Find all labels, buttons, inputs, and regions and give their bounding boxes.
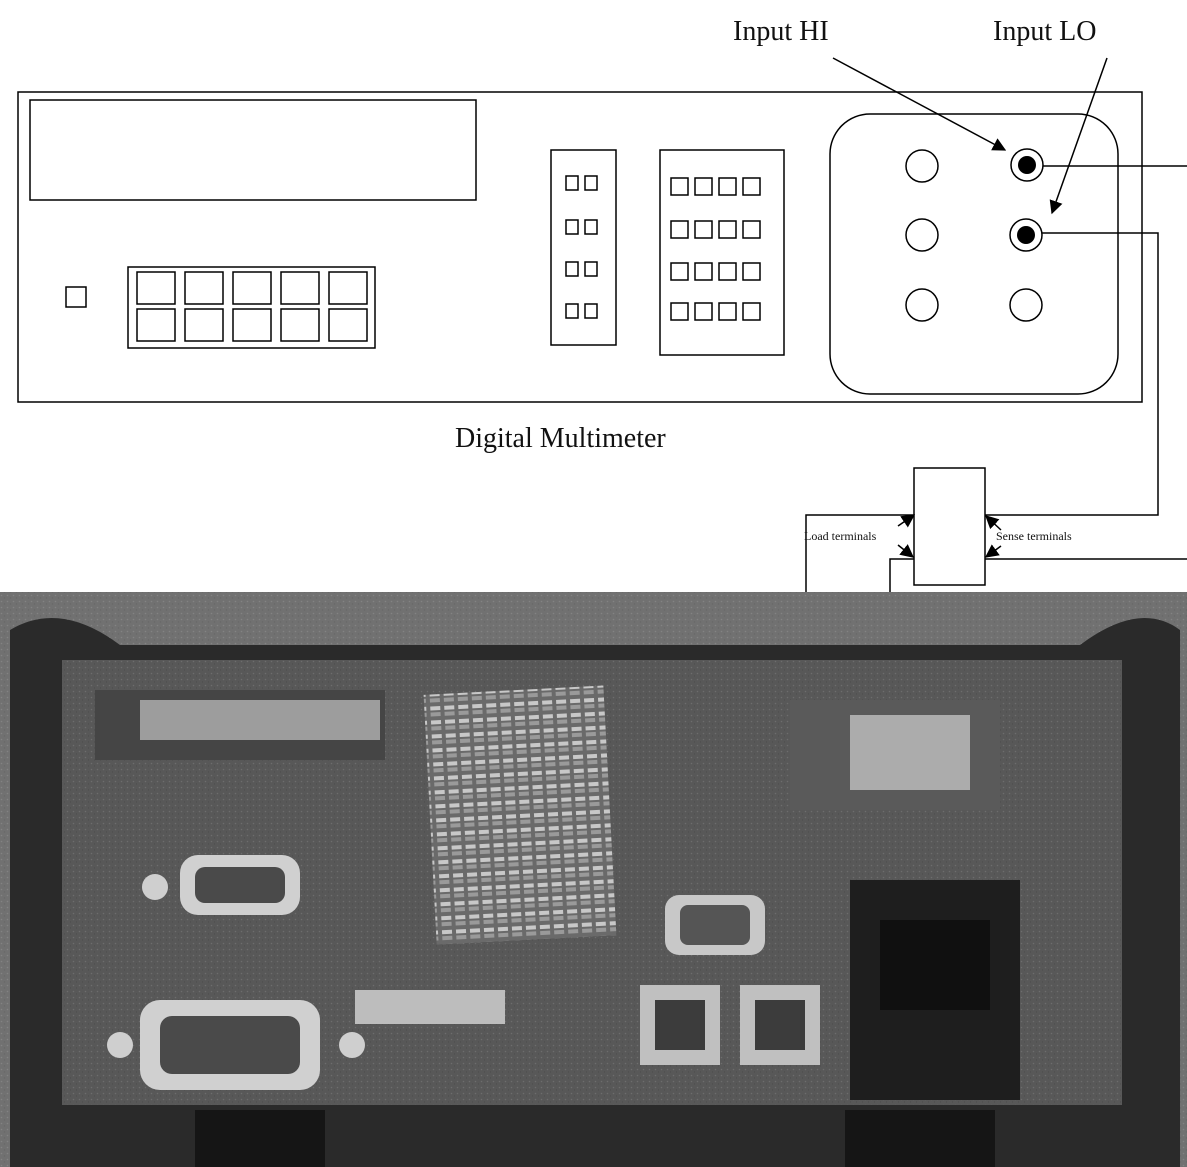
input-hi-label: Input HI [733,16,829,47]
multimeter-front-panel [17,91,1143,403]
keypad-left [127,266,376,349]
wire-input-lo [985,232,1159,516]
input-hi-terminal [1010,148,1044,182]
display-window [29,99,477,201]
power-button [65,286,87,308]
load-arrow-top [897,514,916,528]
sense-terminals-label: Sense terminals [996,529,1072,543]
keypad-right [659,149,785,356]
meter-caption: Digital Multimeter [455,423,666,454]
input-lo-arrow [1049,57,1108,215]
terminal-panel [829,113,1119,395]
load-terminals-label: Load terminals [804,529,877,543]
sense-arrow-bottom [984,544,1002,558]
input-hi-arrow [832,57,1007,151]
input-lo-label: Input LO [993,16,1096,47]
load-arrow-bottom [897,544,915,558]
input-lo-terminal [1009,218,1043,252]
keypad-middle [550,149,617,346]
sense-arrow-top [985,515,1002,531]
rear-panel-photo [0,592,1187,1167]
vent-mesh [423,685,617,945]
shunt-resistor: Load terminals Sense terminals [804,467,1187,652]
